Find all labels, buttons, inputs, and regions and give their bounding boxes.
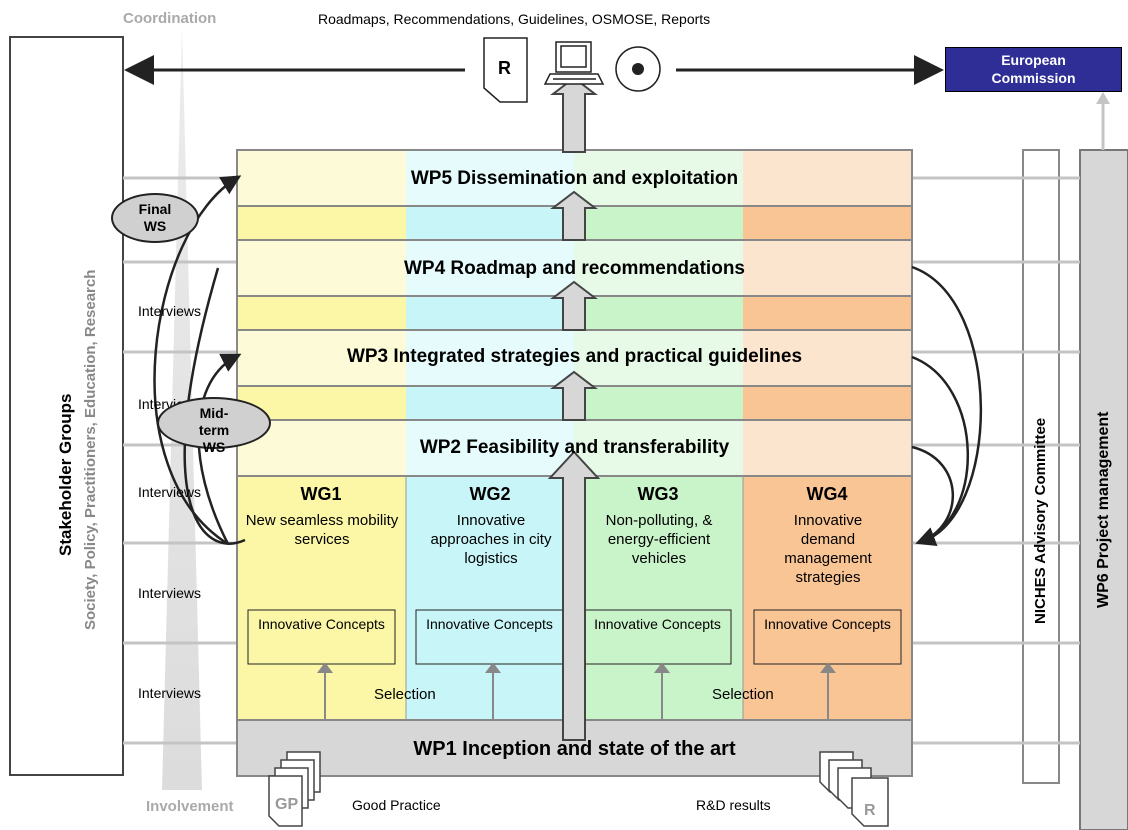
wg2-title: WG2 — [469, 484, 511, 504]
selection-label-left: Selection — [374, 686, 436, 703]
coordination-label: Coordination — [123, 10, 217, 27]
concept-box-wg3 — [583, 609, 732, 665]
arrow-wp3-wp4 — [550, 280, 598, 331]
final-ws-ellipse: Final WS — [111, 193, 199, 243]
concept-wg2: Innovative Concepts — [426, 616, 553, 632]
connector-lines — [123, 176, 1080, 745]
wp2-title: WP2 Feasibility and transferability — [419, 437, 730, 458]
stakeholder-groups-subtitle: Society, Policy, Practitioners, Educatio… — [82, 269, 99, 630]
wg3-title: WG3 — [637, 484, 679, 504]
wp4-title: WP4 Roadmap and recommendations — [403, 258, 745, 279]
advisory-committee-label: NICHES Advisory Committee — [1032, 417, 1049, 624]
interviews-label: Interviews — [138, 685, 202, 701]
wp3-title: WP3 Integrated strategies and practical … — [346, 346, 803, 367]
wg4-title: WG4 — [806, 484, 848, 504]
rd-results-stack-icon — [819, 751, 889, 827]
good-practice-label: Good Practice — [352, 797, 441, 813]
wg3-desc: Non-polluting, & energy-efficient vehicl… — [605, 512, 713, 567]
arrow-wp2-wp3 — [550, 370, 598, 421]
arrow-wp5-outputs — [550, 76, 598, 153]
report-icon — [483, 37, 528, 103]
concept-wg3: Innovative Concepts — [594, 616, 721, 632]
advisory-committee-box — [1022, 149, 1060, 784]
wp6-label: WP6 Project management — [1095, 411, 1112, 609]
concept-wg1: Innovative Concepts — [258, 616, 385, 632]
central-arrow-wp1-wp2 — [547, 450, 601, 741]
stakeholder-groups-box — [9, 36, 124, 776]
interviews-label: Interviews — [138, 303, 202, 319]
concept-box-wg4 — [753, 609, 902, 665]
wp1-title: WP1 Inception and state of the art — [413, 738, 736, 760]
outputs-label: Roadmaps, Recommendations, Guidelines, O… — [318, 11, 711, 27]
european-commission-box[interactable]: European Commission — [945, 47, 1122, 92]
interviews-label: Interviews — [138, 484, 202, 500]
wg2-desc: Innovative approaches in city logistics — [430, 512, 552, 567]
wp5-title: WP5 Dissemination and exploitation — [410, 168, 739, 189]
wp6-box — [1079, 149, 1128, 830]
arrow-wp4-wp5 — [550, 190, 598, 241]
rd-results-label: R&D results — [696, 797, 771, 813]
cd-icon — [615, 46, 661, 92]
stakeholder-groups-title: Stakeholder Groups — [56, 393, 75, 556]
concept-box-wg2 — [415, 609, 564, 665]
midterm-ws-ellipse: Mid-term WS — [157, 397, 271, 455]
rd-results-icon-text: R — [864, 802, 876, 819]
involvement-label: Involvement — [146, 798, 234, 815]
interviews-label: Interviews — [138, 585, 202, 601]
concept-box-wg1 — [247, 609, 396, 665]
european-commission-label: European Commission — [991, 52, 1076, 86]
computer-icon — [543, 41, 605, 85]
report-icon-letter: R — [498, 58, 511, 78]
good-practice-icon-text: GP — [275, 796, 299, 813]
wg1-title: WG1 — [300, 484, 342, 504]
selection-label-right: Selection — [712, 686, 774, 703]
good-practice-stack-icon — [268, 751, 321, 827]
wg4-desc: Innovative demand management strategies — [784, 512, 872, 586]
concept-wg4: Innovative Concepts — [764, 616, 891, 632]
wg1-desc: New seamless mobility services — [245, 512, 399, 548]
